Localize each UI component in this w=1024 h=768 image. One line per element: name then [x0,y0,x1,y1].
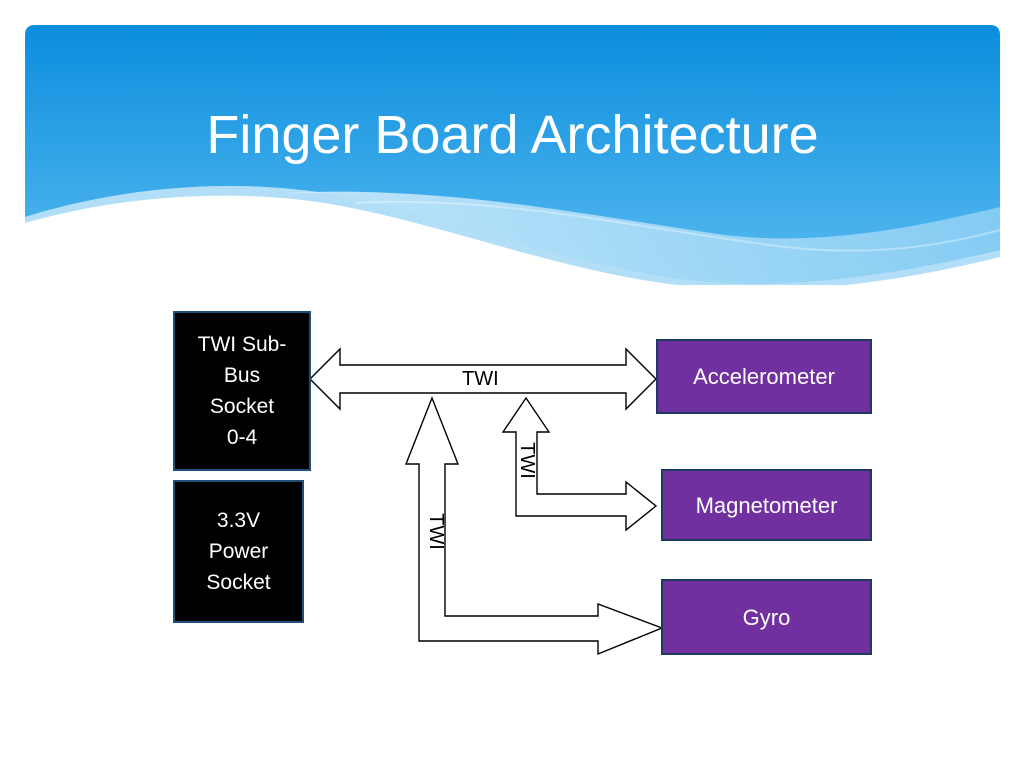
twi-gyro-arrow [404,396,664,656]
magnetometer-label: Magnetometer [695,492,838,518]
twi-sub-bus-socket-label: TWI Sub- Bus Socket 0-4 [197,333,287,449]
power-socket-label: 3.3V Power Socket [206,509,271,594]
header-wave-background [25,25,1000,285]
twi-sub-bus-socket-block: TWI Sub- Bus Socket 0-4 [173,311,311,471]
title-banner: Finger Board Architecture [25,25,1000,285]
accelerometer-label: Accelerometer [693,364,835,389]
page-title: Finger Board Architecture [206,105,819,165]
gyro-label: Gyro [742,604,791,630]
twi-main-bus-label: TWI [462,368,499,390]
twi-gyro-label: TWI [424,513,447,550]
gyro-block: Gyro [661,579,872,655]
twi-magnetometer-label: TWI [515,442,538,479]
power-socket-block: 3.3V Power Socket [173,480,304,623]
accelerometer-block: Accelerometer [656,339,872,414]
twi-magnetometer-arrow [501,396,658,532]
magnetometer-block: Magnetometer [661,469,872,541]
